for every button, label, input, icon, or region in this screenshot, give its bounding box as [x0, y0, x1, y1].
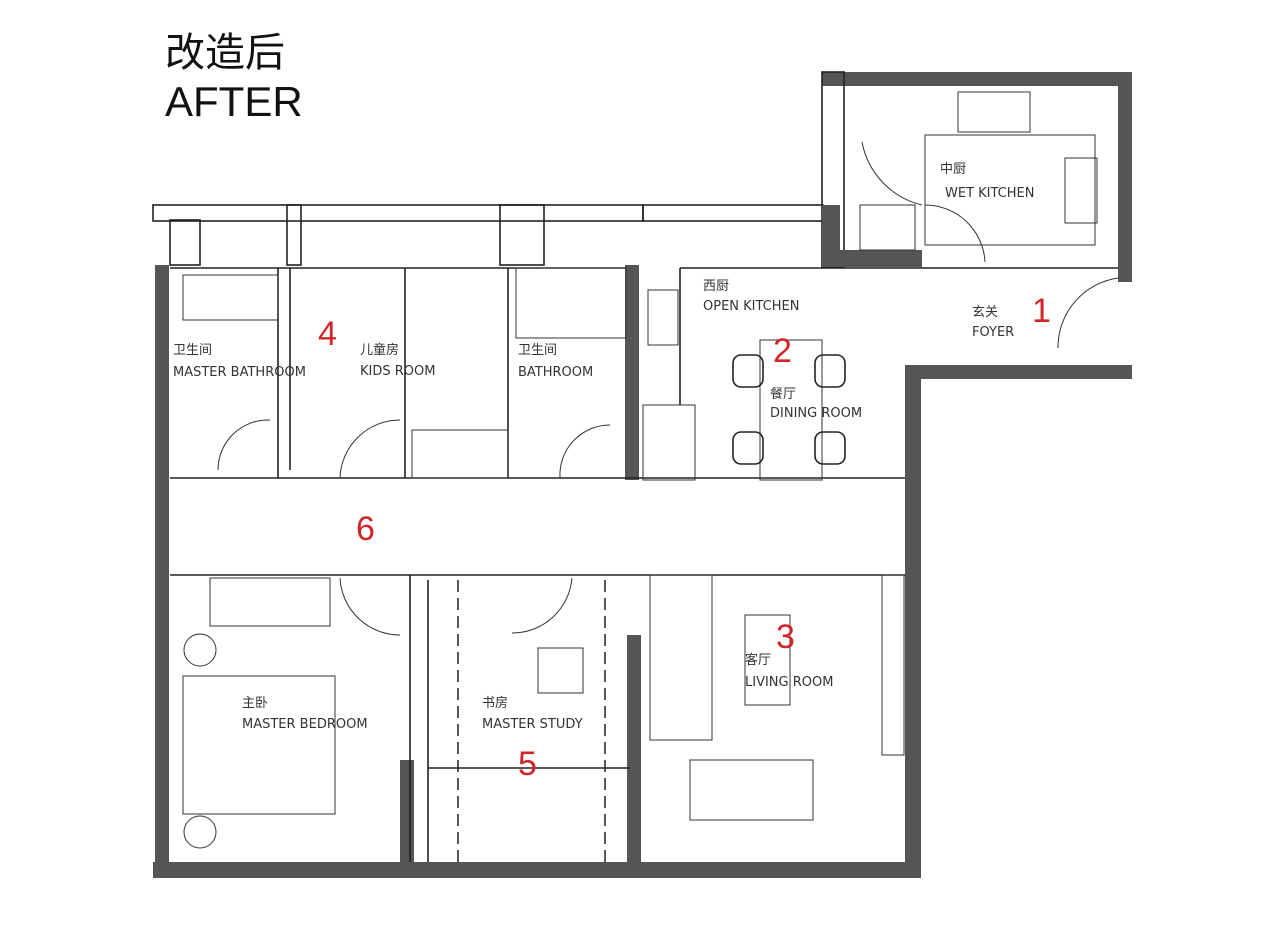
master-bedroom-en: MASTER BEDROOM — [242, 717, 368, 732]
room-number-6: 6 — [356, 510, 375, 548]
interior-lines — [170, 91, 1119, 862]
open-kitchen-cn: 西厨 — [703, 279, 729, 294]
dining-chairs — [732, 354, 846, 465]
open-kitchen-en: OPEN KITCHEN — [703, 299, 799, 314]
wet-kitchen-en: WET KITCHEN — [945, 186, 1034, 201]
bath-en: BATHROOM — [518, 365, 593, 380]
room-number-5: 5 — [518, 745, 537, 783]
dining-cn: 餐厅 — [770, 386, 796, 402]
foyer-en: FOYER — [972, 325, 1014, 340]
living-en: LIVING ROOM — [745, 675, 833, 690]
kids-en: KIDS ROOM — [360, 364, 435, 379]
room-number-2: 2 — [773, 332, 792, 370]
room-number-3: 3 — [776, 618, 795, 656]
title-en: AFTER — [165, 78, 303, 125]
title-cn: 改造后 — [165, 30, 285, 76]
living-cn: 客厅 — [745, 652, 771, 668]
foyer-cn: 玄关 — [972, 305, 998, 320]
kids-cn: 儿童房 — [360, 342, 399, 358]
dining-en: DINING ROOM — [770, 406, 862, 421]
master-bedroom-cn: 主卧 — [242, 696, 268, 711]
bath-cn: 卫生间 — [518, 343, 557, 358]
room-number-1: 1 — [1032, 292, 1051, 330]
room-number-4: 4 — [318, 315, 337, 353]
study-cn: 书房 — [482, 695, 508, 711]
study-en: MASTER STUDY — [482, 717, 583, 732]
wet-kitchen-cn: 中厨 — [940, 162, 966, 177]
walls — [152, 71, 1132, 878]
master-bath-cn: 卫生间 — [173, 343, 212, 358]
master-bath-en: MASTER BATHROOM — [173, 365, 306, 380]
